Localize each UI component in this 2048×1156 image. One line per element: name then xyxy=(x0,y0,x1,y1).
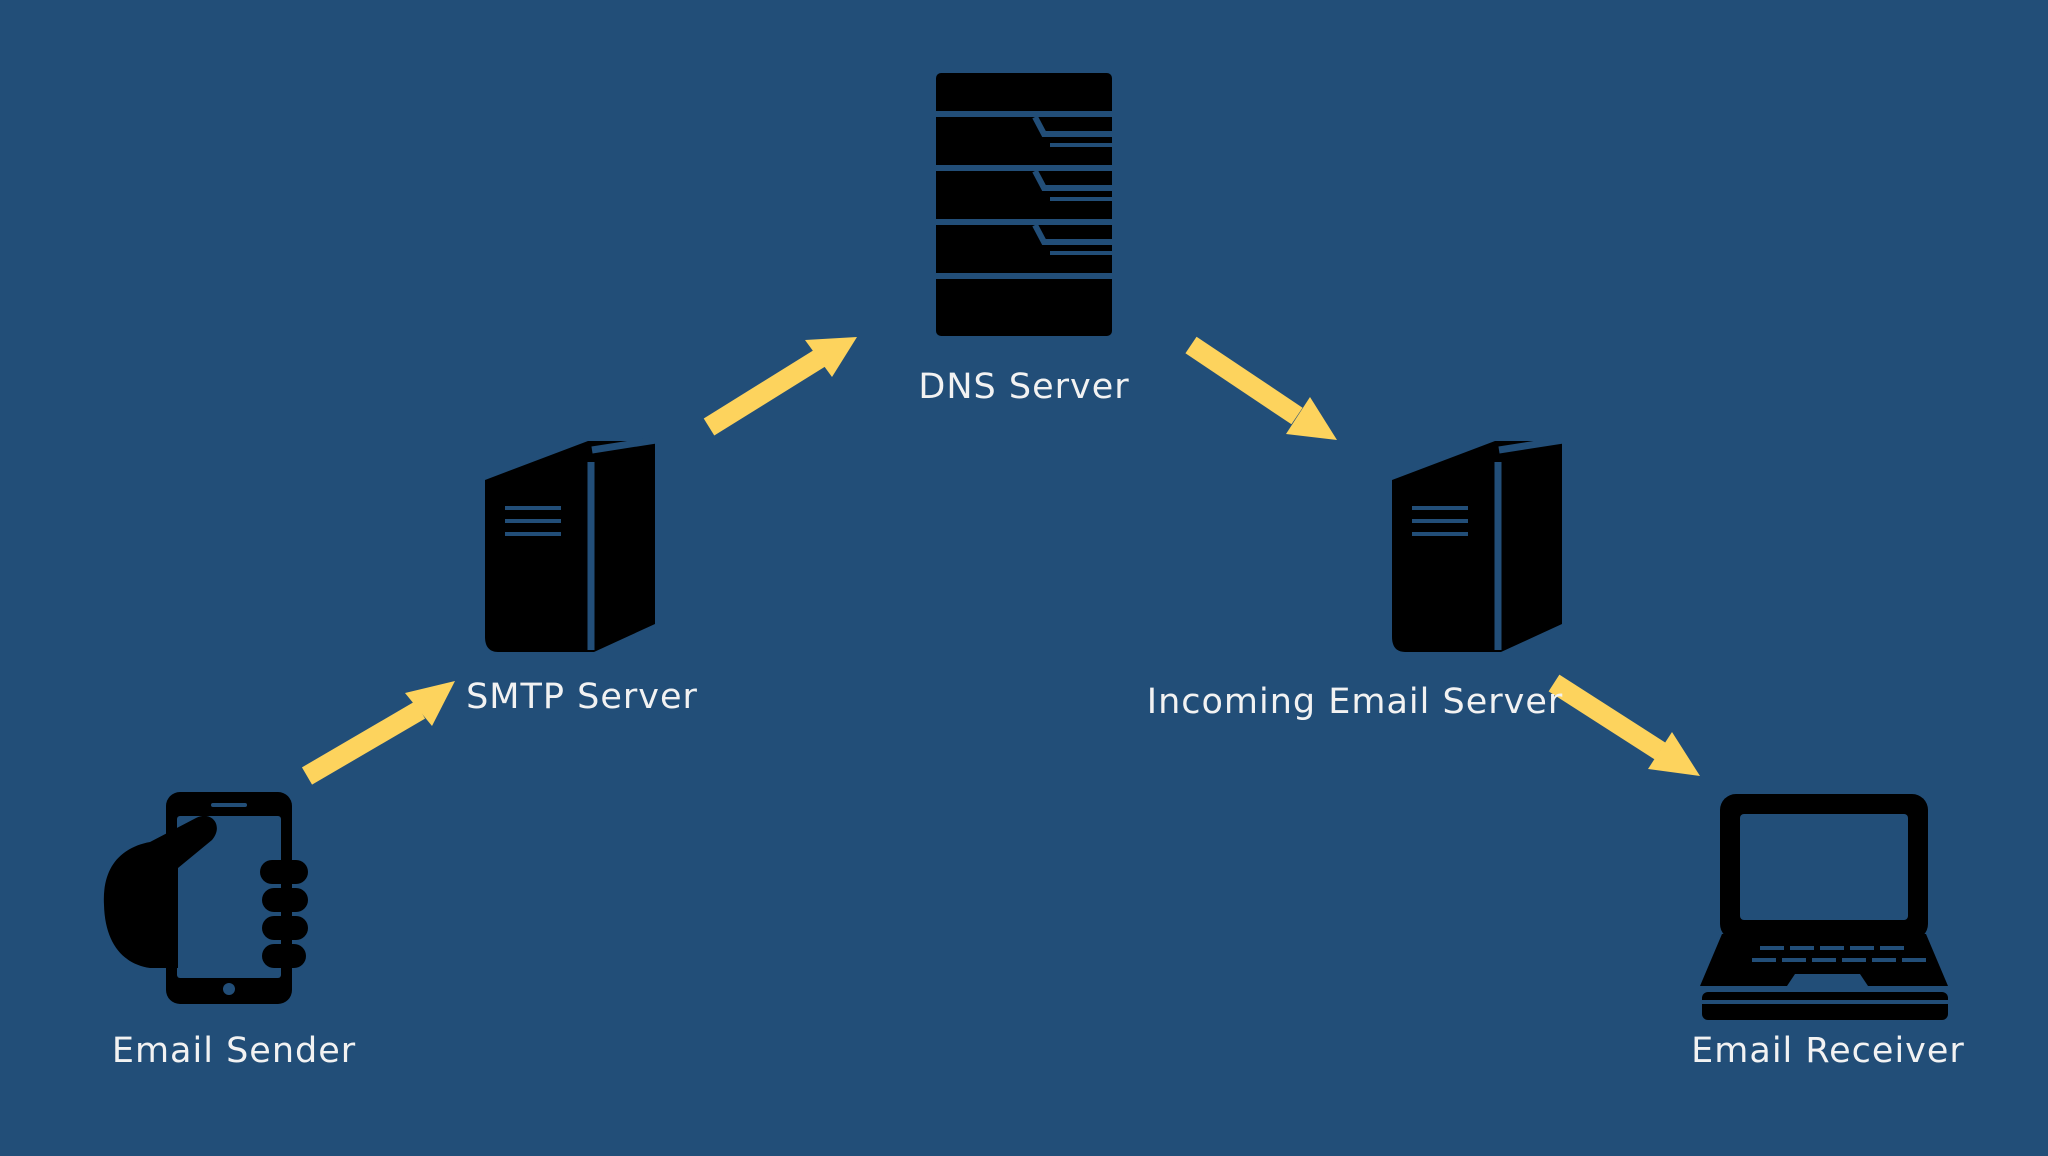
email-receiver-label: Email Receiver xyxy=(1691,1031,1965,1071)
arrow-dns-to-incoming-shaft xyxy=(1185,336,1303,425)
arrow-smtp-to-dns-shaft xyxy=(703,349,826,436)
incoming-server-label: Incoming Email Server xyxy=(1146,682,1564,722)
arrow-sender-to-smtp-head xyxy=(405,681,455,726)
server-tower-icon xyxy=(1392,436,1564,652)
arrow-sender-to-smtp-shaft xyxy=(301,701,426,785)
server-tower-icon xyxy=(485,436,657,652)
server-rack-icon xyxy=(936,73,1112,336)
arrow-dns-to-incoming-head xyxy=(1286,397,1337,440)
laptop-icon xyxy=(1700,794,1950,1020)
dns-server-label: DNS Server xyxy=(918,367,1130,407)
email-sender-label: Email Sender xyxy=(111,1031,357,1071)
arrow-incoming-to-receiver-shaft xyxy=(1548,674,1666,760)
smtp-server-label: SMTP Server xyxy=(466,677,698,717)
hand-holding-phone-icon xyxy=(103,792,308,1004)
arrow-incoming-to-receiver-head xyxy=(1648,732,1700,776)
arrow-smtp-to-dns-head xyxy=(805,337,857,377)
flow-arrow-lines xyxy=(301,336,1666,785)
